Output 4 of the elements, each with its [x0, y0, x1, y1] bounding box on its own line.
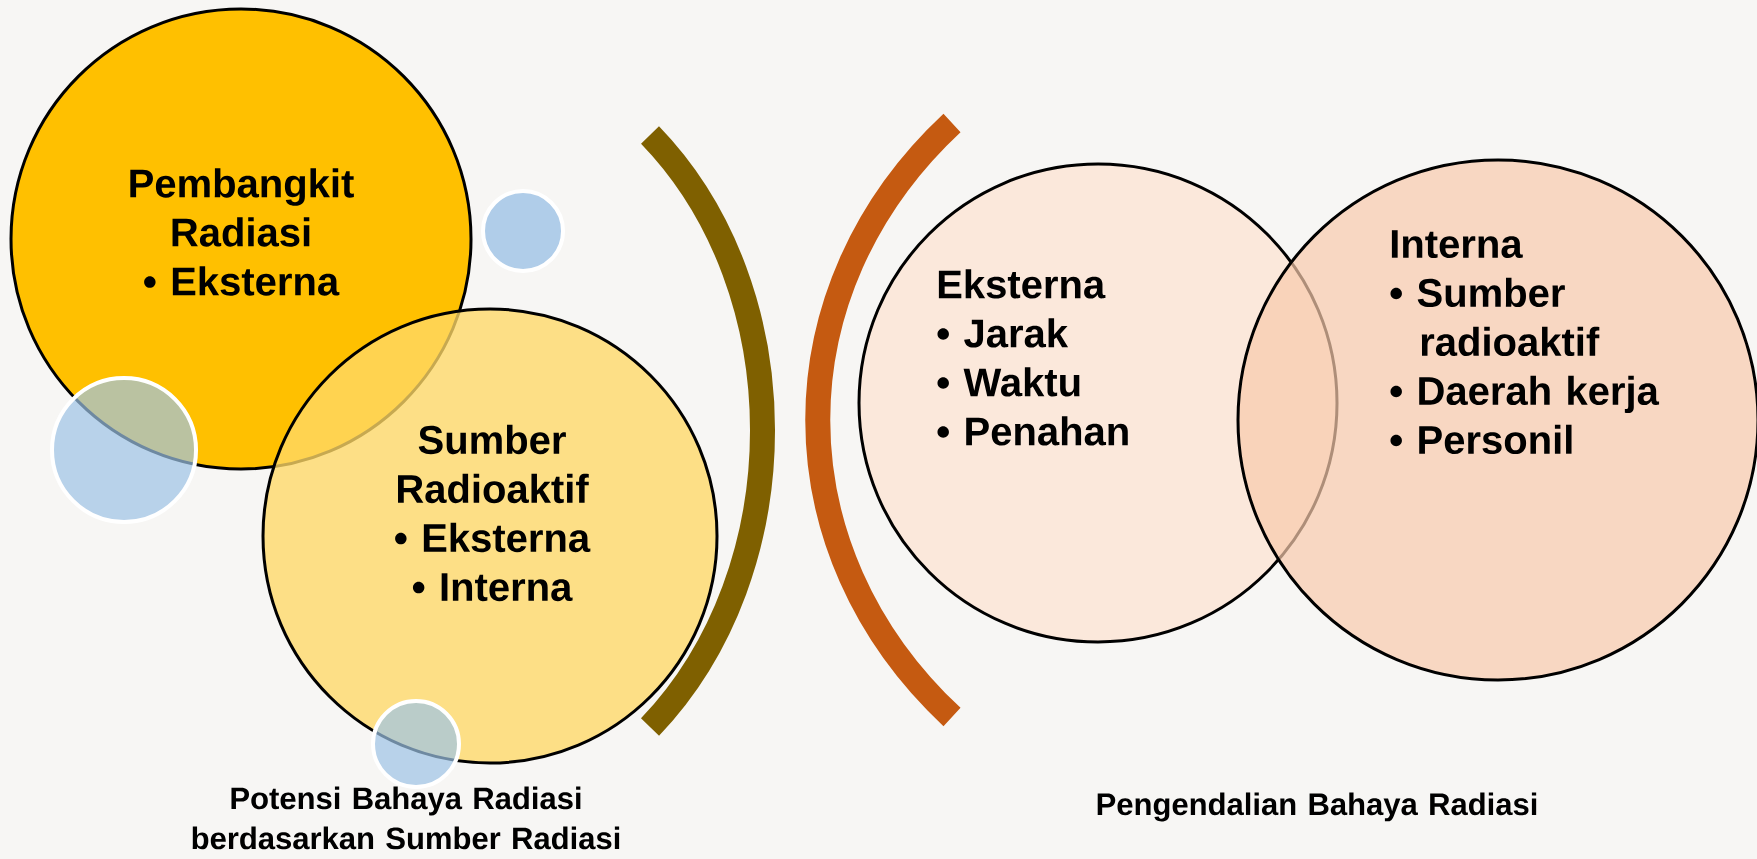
caption: Potensi Bahaya Radiasi berdasarkan Sumber Radiasi: [192, 786, 620, 850]
caption: Pengendalian Bahaya Radiasi: [1097, 792, 1537, 822]
circle-shape: [481, 189, 565, 273]
circle-shape: [50, 376, 198, 524]
